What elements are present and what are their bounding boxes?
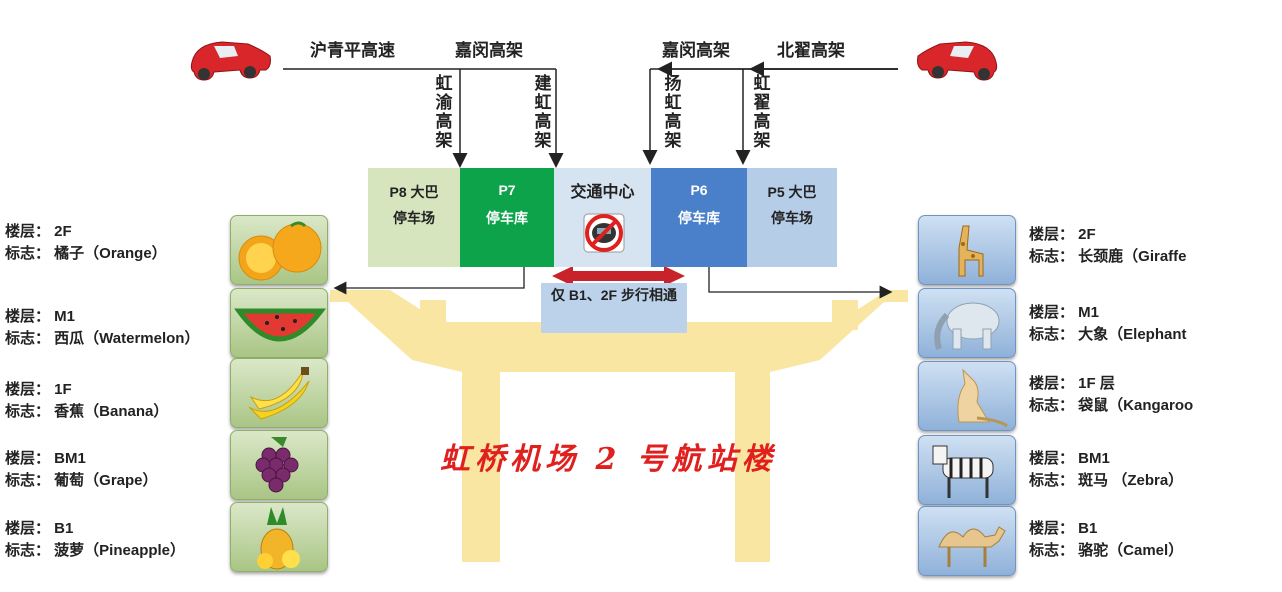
banana-icon bbox=[230, 358, 328, 428]
legend-sign: 标志： 长颈鹿（Giraffe bbox=[1029, 248, 1187, 265]
no-car-icon bbox=[583, 213, 625, 253]
legend-floor: 楼层： BM1 bbox=[1029, 450, 1110, 467]
road-label-huqingping: 沪青平高速 bbox=[310, 41, 395, 60]
parking-p7-name: P7 bbox=[498, 182, 516, 198]
legend-sign: 标志： 袋鼠（Kangaroo bbox=[1029, 397, 1194, 414]
parking-p8-type: 停车场 bbox=[393, 210, 435, 226]
legend-floor: 楼层： 1F 层 bbox=[1029, 375, 1115, 392]
right-legend-0: 楼层： 2F 标志： 长颈鹿（Giraffe bbox=[1029, 224, 1187, 268]
car-icon-right bbox=[917, 41, 998, 81]
parking-p5-name: P5 大巴 bbox=[767, 184, 817, 200]
legend-floor: 楼层： 1F bbox=[5, 381, 72, 398]
zebra-icon bbox=[918, 435, 1016, 505]
exit-arrow-right bbox=[708, 267, 893, 299]
legend-sign: 标志： 骆驼（Camel） bbox=[1029, 542, 1184, 559]
kangaroo-icon bbox=[918, 361, 1016, 431]
traffic-center-label: 交通中心 bbox=[570, 184, 635, 201]
legend-sign: 标志： 西瓜（Watermelon） bbox=[5, 330, 200, 347]
camel-icon bbox=[918, 506, 1016, 576]
legend-sign: 标志： 菠萝（Pineapple） bbox=[5, 542, 186, 559]
left-legend-0: 楼层： 2F 标志： 橘子（Orange） bbox=[5, 221, 167, 265]
parking-p8: P8 大巴 停车场 bbox=[368, 168, 460, 267]
traffic-center: 交通中心 bbox=[554, 168, 651, 267]
pineapple-icon bbox=[230, 502, 328, 572]
legend-sign: 标志： 斑马 （Zebra） bbox=[1029, 472, 1184, 489]
legend-floor: 楼层： B1 bbox=[1029, 520, 1098, 537]
parking-p6-name: P6 bbox=[690, 182, 708, 198]
right-legend-3: 楼层： BM1 标志： 斑马 （Zebra） bbox=[1029, 448, 1183, 492]
walkway-double-arrow bbox=[552, 266, 685, 286]
road-label-jiamin-left: 嘉闵高架 bbox=[455, 41, 523, 60]
right-legend-2: 楼层： 1F 层 标志： 袋鼠（Kangaroo bbox=[1029, 373, 1193, 417]
road-label-jianhong: 建虹高架 bbox=[534, 74, 552, 150]
legend-floor: 楼层： M1 bbox=[1029, 304, 1100, 321]
parking-p7: P7 停车库 bbox=[460, 168, 554, 267]
right-legend-1: 楼层： M1 标志： 大象（Elephant bbox=[1029, 302, 1187, 346]
orange-icon bbox=[230, 215, 328, 285]
road-label-hongzhai: 虹翟高架 bbox=[753, 74, 771, 150]
parking-p6: P6 停车库 bbox=[651, 168, 747, 267]
car-icon-left bbox=[190, 41, 271, 81]
exit-arrow-left bbox=[333, 267, 525, 295]
left-legend-2: 楼层： 1F 标志： 香蕉（Banana） bbox=[5, 379, 168, 423]
right-legend-4: 楼层： B1 标志： 骆驼（Camel） bbox=[1029, 518, 1183, 562]
legend-sign: 标志： 香蕉（Banana） bbox=[5, 403, 169, 420]
watermelon-icon bbox=[230, 288, 328, 358]
walkway-note-box: 仅 B1、2F 步行相通 bbox=[541, 283, 687, 333]
legend-sign: 标志： 橘子（Orange） bbox=[5, 245, 167, 262]
road-label-hongyu: 虹渝高架 bbox=[435, 74, 453, 150]
road-label-beizhai: 北翟高架 bbox=[777, 41, 845, 60]
legend-floor: 楼层： 2F bbox=[1029, 226, 1096, 243]
terminal-title: 虹桥机场 2 号航站楼 bbox=[440, 442, 777, 477]
left-legend-4: 楼层： B1 标志： 菠萝（Pineapple） bbox=[5, 518, 185, 562]
parking-p8-name: P8 大巴 bbox=[389, 184, 439, 200]
terminal-building bbox=[330, 290, 908, 562]
elephant-icon bbox=[918, 288, 1016, 358]
giraffe-icon bbox=[918, 215, 1016, 285]
road-label-yanghong: 扬虹高架 bbox=[664, 74, 682, 150]
legend-sign: 标志： 葡萄（Grape） bbox=[5, 472, 158, 489]
walkway-note-label: 仅 B1、2F 步行相通 bbox=[550, 287, 677, 303]
grape-icon bbox=[230, 430, 328, 500]
parking-p6-type: 停车库 bbox=[678, 210, 720, 226]
legend-floor: 楼层： M1 bbox=[5, 308, 76, 325]
left-legend-1: 楼层： M1 标志： 西瓜（Watermelon） bbox=[5, 306, 199, 350]
parking-p5-type: 停车场 bbox=[771, 210, 813, 226]
parking-p5: P5 大巴 停车场 bbox=[747, 168, 837, 267]
legend-sign: 标志： 大象（Elephant bbox=[1029, 326, 1187, 343]
road-label-jiamin-right: 嘉闵高架 bbox=[662, 41, 730, 60]
legend-floor: 楼层： BM1 bbox=[5, 450, 86, 467]
parking-p7-type: 停车库 bbox=[486, 210, 528, 226]
legend-floor: 楼层： 2F bbox=[5, 223, 72, 240]
left-legend-3: 楼层： BM1 标志： 葡萄（Grape） bbox=[5, 448, 158, 492]
legend-floor: 楼层： B1 bbox=[5, 520, 74, 537]
